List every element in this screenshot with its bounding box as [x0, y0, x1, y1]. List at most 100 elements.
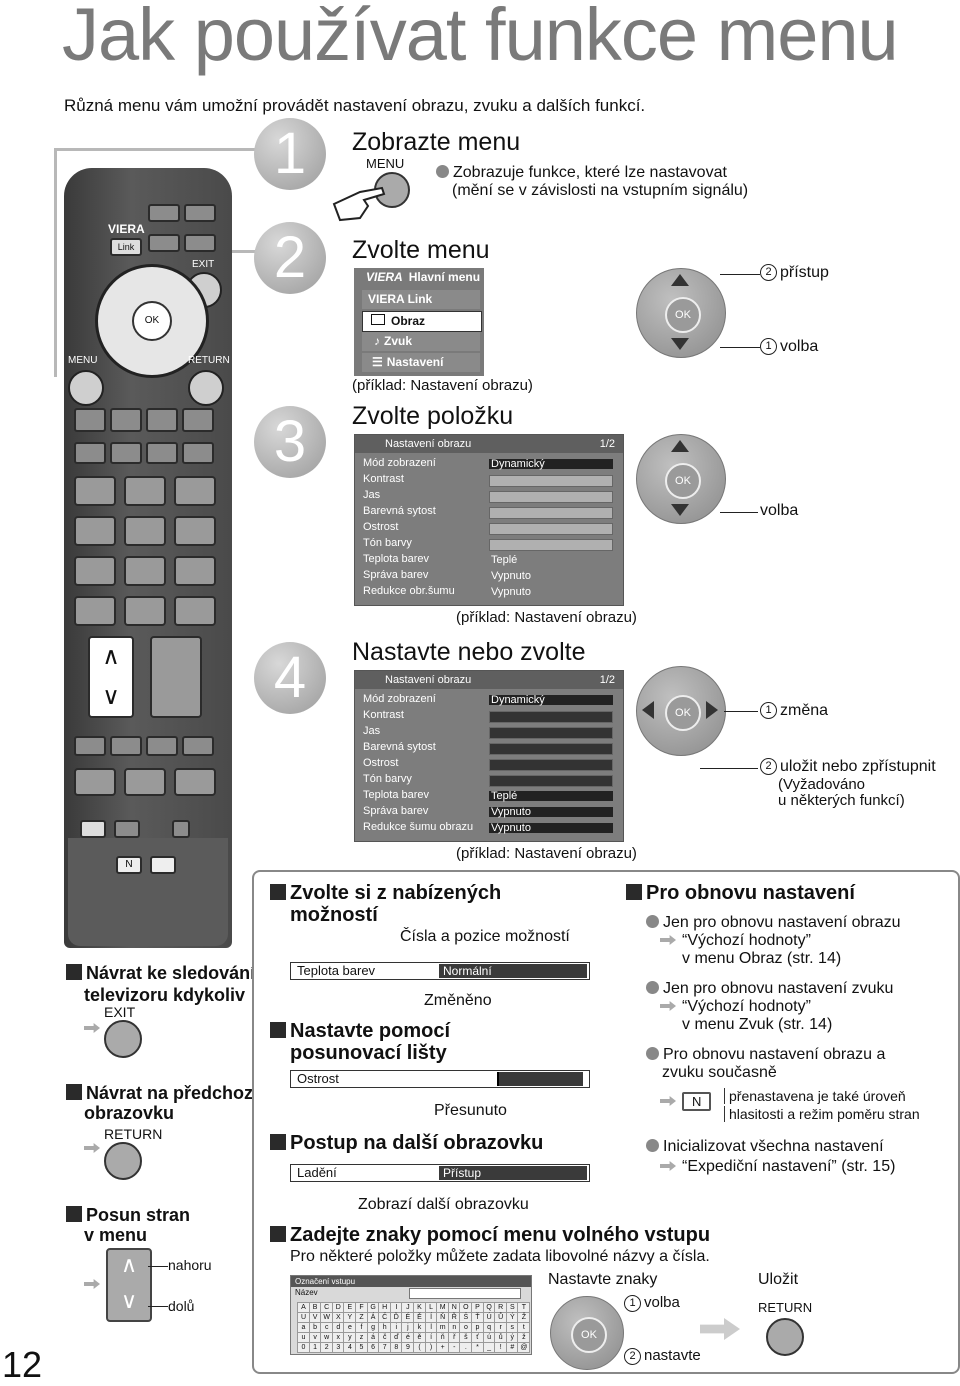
arrow-icon — [660, 935, 676, 945]
menu-item-zvuk[interactable]: ♪Zvuk — [362, 332, 480, 351]
color-button-red[interactable] — [74, 408, 106, 432]
step2-leader-select — [720, 347, 760, 348]
n-button[interactable]: N — [116, 856, 142, 874]
remote-button-h[interactable] — [182, 442, 214, 464]
number-button-1[interactable] — [74, 476, 116, 506]
step2-ok[interactable]: OK — [665, 297, 701, 333]
bullet-icon — [646, 1047, 659, 1060]
number-button-4[interactable] — [74, 516, 116, 546]
number-button-3[interactable] — [174, 476, 216, 506]
remote-button-c[interactable] — [148, 234, 180, 252]
options-field[interactable]: Teplota barev Normální — [290, 962, 590, 980]
step3-menu-row[interactable]: Barevná sytost — [363, 505, 436, 517]
remote-button-a[interactable] — [148, 204, 180, 222]
remote-button-i[interactable] — [74, 736, 106, 756]
ok-button[interactable]: OK — [132, 301, 172, 341]
volume-rocker[interactable] — [150, 636, 202, 718]
number-button-11[interactable] — [174, 596, 216, 626]
step4-menu-row[interactable]: Tón barvy — [363, 773, 412, 785]
number-button-5[interactable] — [124, 516, 166, 546]
slider-track[interactable] — [439, 1072, 583, 1086]
return-button[interactable] — [188, 370, 224, 406]
remote-button-q[interactable] — [114, 820, 140, 838]
remote-button-d[interactable] — [184, 234, 216, 252]
color-button-green[interactable] — [110, 408, 142, 432]
step3-menu-row[interactable]: Mód zobrazení — [363, 457, 436, 469]
remote-button-e[interactable] — [74, 442, 106, 464]
step4-row-bar: Teplé — [489, 791, 613, 802]
step4-menu-row[interactable]: Jas — [363, 725, 381, 737]
options-value[interactable]: Normální — [439, 964, 587, 978]
menu-item-nastaveni[interactable]: ☰Nastavení — [362, 353, 480, 372]
arrow-icon — [660, 1001, 676, 1011]
step4-menu-row[interactable]: Kontrast — [363, 709, 404, 721]
remote-button-o[interactable] — [174, 768, 216, 796]
remote-button-f[interactable] — [110, 442, 142, 464]
step3-menu-row[interactable]: Ostrost — [363, 521, 399, 533]
channel-rocker[interactable]: ∧ ∨ — [88, 636, 134, 718]
step3-menu-row[interactable]: Správa barev — [363, 569, 429, 581]
remote-button-m[interactable] — [74, 768, 116, 796]
menu-button[interactable] — [68, 370, 104, 406]
color-button-yellow[interactable] — [146, 408, 178, 432]
remote-button-j[interactable] — [110, 736, 142, 756]
link-button[interactable]: Link — [110, 238, 142, 256]
step4-menu-row[interactable]: Ostrost — [363, 757, 399, 769]
menu-item-obraz[interactable]: Obraz — [362, 311, 482, 332]
step4-menu-row[interactable]: Barevná sytost — [363, 741, 436, 753]
remote-button-n[interactable] — [124, 768, 166, 796]
n-button-tag[interactable]: N — [682, 1092, 712, 1111]
step3-row-bar: Dynamický — [489, 459, 613, 470]
number-button-6[interactable] — [174, 516, 216, 546]
step3-menu-row[interactable]: Kontrast — [363, 473, 404, 485]
remote-button-b[interactable] — [184, 204, 216, 222]
step3-menu-row[interactable]: Tón barvy — [363, 537, 412, 549]
scroll-down-label: dolů — [168, 1298, 195, 1314]
step2-leader-access — [720, 274, 760, 275]
remote-dpad[interactable]: OK — [95, 264, 209, 378]
next-value[interactable]: Přístup — [439, 1166, 587, 1180]
number-button-2[interactable] — [124, 476, 166, 506]
menu-item-viera-link[interactable]: VIERA Link — [362, 290, 480, 309]
step4-menu-row[interactable]: Správa barev — [363, 805, 429, 817]
step4-menu-row[interactable]: Redukce šumu obrazu — [363, 821, 474, 833]
step4-ok[interactable]: OK — [665, 695, 701, 731]
next-field[interactable]: Ladění Přístup — [290, 1164, 590, 1182]
step4-row-bar — [489, 759, 613, 771]
number-button-7[interactable] — [74, 556, 116, 586]
side-exit-button[interactable] — [104, 1020, 142, 1058]
channel-up-icon[interactable]: ∧ — [102, 643, 120, 670]
reset-item-3: Pro obnovu nastavení obrazu a — [646, 1046, 885, 1064]
step4-row-bar — [489, 711, 613, 723]
options-heading: Zvolte si z nabízených — [270, 882, 501, 904]
number-button-10[interactable] — [74, 596, 116, 626]
side-channel-rocker[interactable]: ∧ ∨ — [106, 1248, 152, 1322]
remote-button-p[interactable] — [80, 820, 106, 838]
scroll-up-icon[interactable]: ∧ — [120, 1252, 138, 1277]
remote-button-l[interactable] — [182, 736, 214, 756]
step4-menu-row[interactable]: Teplota barev — [363, 789, 430, 801]
side-return-button[interactable] — [104, 1142, 142, 1180]
number-button-9[interactable] — [174, 556, 216, 586]
square-bullet-icon — [66, 1084, 82, 1100]
remote-button-g[interactable] — [146, 442, 178, 464]
char-key[interactable]: @ — [517, 1342, 531, 1353]
slider-field[interactable]: Ostrost — [290, 1070, 590, 1088]
number-button-0[interactable] — [124, 596, 166, 626]
step3-menu-row[interactable]: Redukce obr.šumu — [363, 585, 455, 597]
remote-button-s[interactable] — [150, 856, 176, 874]
step3-ok[interactable]: OK — [665, 463, 701, 499]
remote-button-r[interactable] — [172, 820, 190, 838]
color-button-blue[interactable] — [182, 408, 214, 432]
channel-down-icon[interactable]: ∨ — [102, 683, 120, 710]
step4-menu-row[interactable]: Mód zobrazení — [363, 693, 436, 705]
scroll-down-icon[interactable]: ∨ — [120, 1288, 138, 1313]
grid-name-field[interactable] — [409, 1288, 521, 1299]
step3-menu-row[interactable]: Teplota barev — [363, 553, 430, 565]
step3-menu-row[interactable]: Jas — [363, 489, 381, 501]
free-return-button[interactable] — [766, 1318, 804, 1356]
free-input-ok[interactable]: OK — [571, 1317, 607, 1353]
free-input-dial[interactable]: OK — [550, 1296, 624, 1370]
number-button-8[interactable] — [124, 556, 166, 586]
remote-button-k[interactable] — [146, 736, 178, 756]
